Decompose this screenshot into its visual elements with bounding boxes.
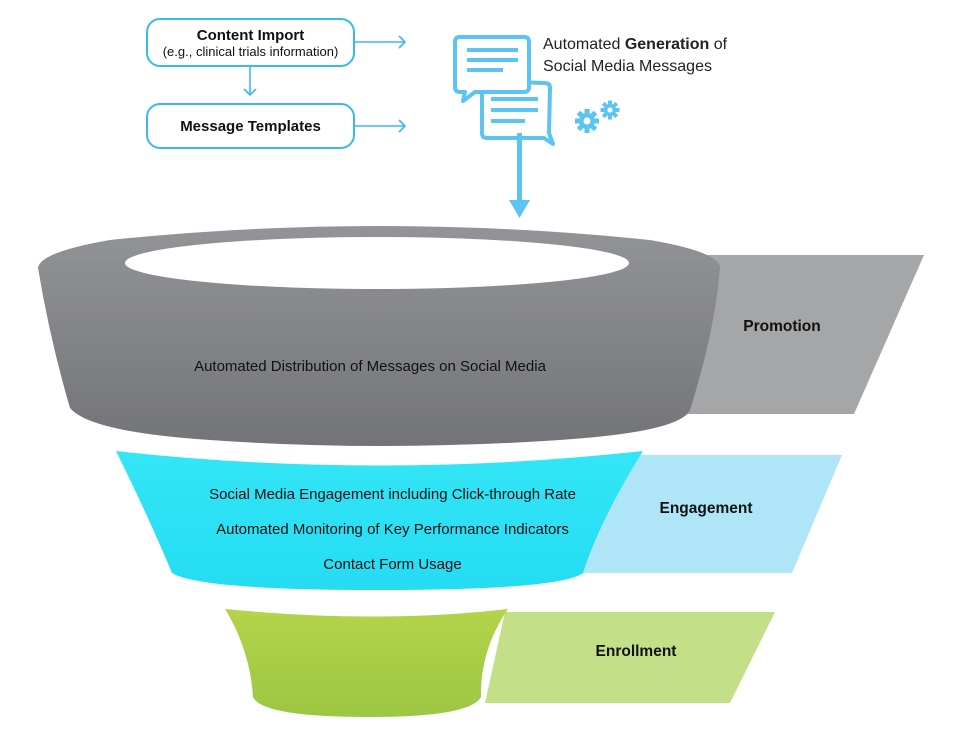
engagement-label: Engagement	[659, 500, 753, 517]
generation-line1-pre: Automated	[543, 36, 625, 53]
connector-arrows	[243, 35, 407, 133]
generation-to-funnel-arrow	[509, 133, 530, 218]
engagement-funnel	[116, 451, 643, 590]
promotion-item: Automated Distribution of Messages on So…	[194, 358, 546, 375]
engagement-item: Contact Form Usage	[323, 556, 462, 573]
engagement-item: Social Media Engagement including Click-…	[209, 486, 576, 503]
funnel-opening	[125, 237, 629, 289]
arrow-head	[398, 35, 407, 49]
engagement-item: Automated Monitoring of Key Performance …	[216, 521, 569, 538]
content-import-box: Content Import (e.g., clinical trials in…	[146, 18, 355, 67]
enrollment-label: Enrollment	[595, 643, 677, 660]
enrollment-funnel	[225, 609, 508, 717]
arrow-head	[243, 88, 257, 97]
arrow-head	[398, 119, 407, 133]
content-import-subtitle: (e.g., clinical trials information)	[162, 43, 339, 59]
gears-icon	[575, 100, 620, 133]
promotion-label: Promotion	[743, 318, 821, 335]
chat-bubbles-icon	[453, 35, 555, 146]
enrollment-band	[485, 612, 775, 703]
generation-label: Automated Generation of Social Media Mes…	[543, 34, 727, 78]
message-templates-box: Message Templates	[146, 103, 355, 149]
generation-line1-bold: Generation	[624, 36, 710, 53]
generation-line2: Social Media Messages	[543, 58, 712, 75]
generation-line1-post: of	[709, 36, 728, 53]
content-import-title: Content Import	[196, 26, 305, 44]
message-templates-title: Message Templates	[180, 117, 321, 135]
